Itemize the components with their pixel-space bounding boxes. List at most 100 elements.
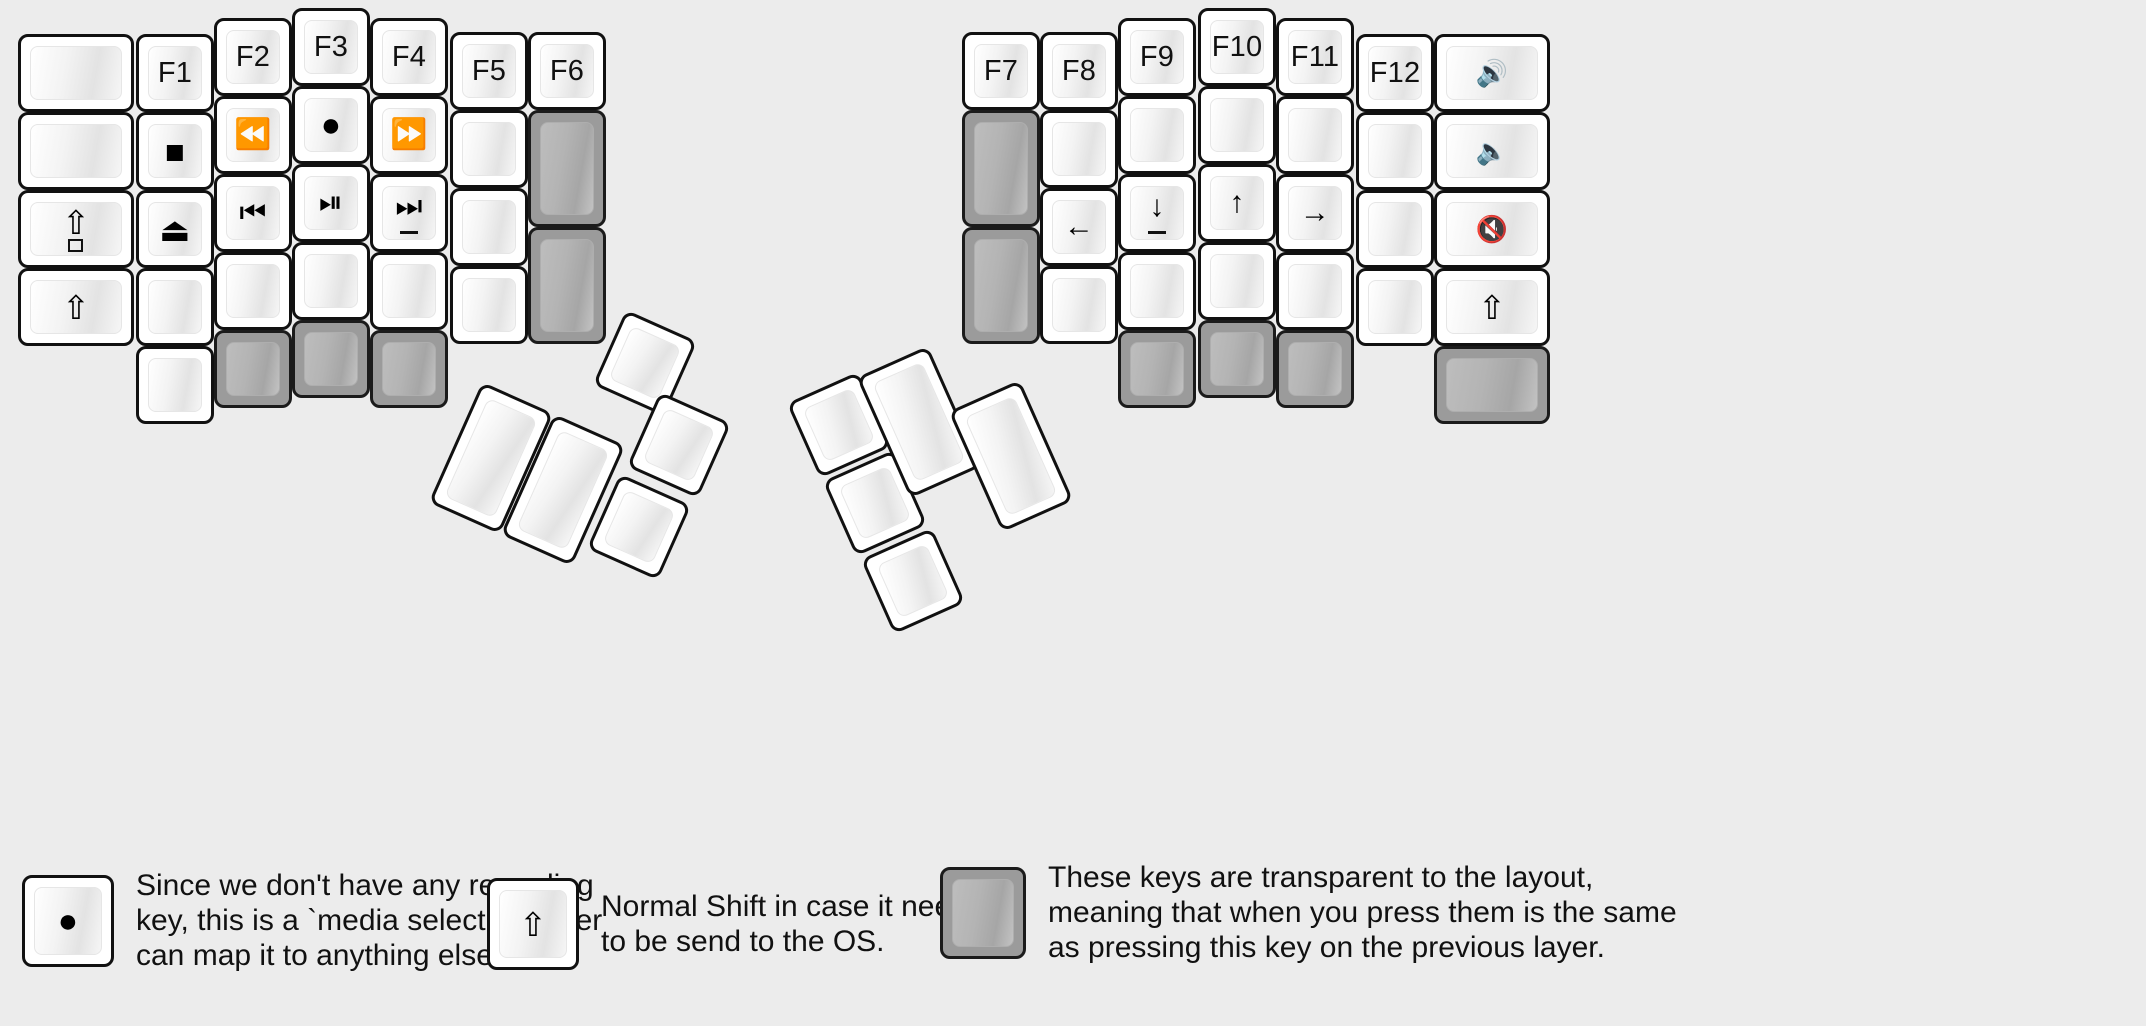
col-f9-row2[interactable] — [1118, 96, 1196, 174]
key-label: F1 — [157, 56, 193, 89]
col-f4-row5[interactable] — [370, 330, 448, 408]
keycap-face — [1052, 278, 1106, 332]
media-rewind-icon: ⏪ — [234, 118, 272, 151]
col-f1-row1[interactable]: F1 — [136, 34, 214, 112]
col-f5-row2[interactable] — [450, 110, 528, 188]
col-f4-row3[interactable]: ⏭ — [370, 174, 448, 252]
col-f12-row2[interactable] — [1356, 112, 1434, 190]
col-f4-row1[interactable]: F4 — [370, 18, 448, 96]
legend-text: Normal Shift in case it needs to be send… — [601, 889, 983, 958]
keycap-face — [226, 264, 280, 318]
col-f12-row1[interactable]: F12 — [1356, 34, 1434, 112]
col-f11-row5[interactable] — [1276, 330, 1354, 408]
col-f7-row2[interactable] — [962, 110, 1040, 227]
col-outer-right-row5[interactable] — [1434, 346, 1550, 424]
col-f1-row2[interactable]: ■ — [136, 112, 214, 190]
col-outer-right-row2[interactable]: 🔈 — [1434, 112, 1550, 190]
col-f3-row3[interactable]: ⏯ — [292, 164, 370, 242]
col-f2-row2[interactable]: ⏪ — [214, 96, 292, 174]
keycap-face: F12 — [1368, 46, 1422, 100]
keycap-face — [1368, 202, 1422, 256]
col-f11-row3[interactable]: → — [1276, 174, 1354, 252]
key-label: F12 — [1369, 56, 1421, 89]
col-f9-row5[interactable] — [1118, 330, 1196, 408]
keycap-face — [462, 200, 516, 254]
col-f10-row5[interactable] — [1198, 320, 1276, 398]
col-f9-row4[interactable] — [1118, 252, 1196, 330]
col-f9-row3[interactable]: ↓ — [1118, 174, 1196, 252]
keycap-face: ↑ — [1210, 176, 1264, 230]
col-f1-row4[interactable] — [136, 268, 214, 346]
keycap-face — [1288, 108, 1342, 162]
col-f10-row2[interactable] — [1198, 86, 1276, 164]
keycap-face: F6 — [540, 44, 594, 98]
col-f4-row4[interactable] — [370, 252, 448, 330]
col-f8-row4[interactable] — [1040, 266, 1118, 344]
left-thumb-thumb-small-2[interactable] — [626, 391, 732, 499]
keycap-face: F11 — [1288, 30, 1342, 84]
col-f11-row2[interactable] — [1276, 96, 1354, 174]
col-outer-right-row4[interactable]: ⇧ — [1434, 268, 1550, 346]
col-outer-left-row2[interactable] — [18, 112, 134, 190]
keycap-face: ⇧ — [30, 280, 122, 334]
keycap-face: F9 — [1130, 30, 1184, 84]
keycap-face: F2 — [226, 30, 280, 84]
col-outer-left-row3[interactable]: ⇧ — [18, 190, 134, 268]
col-f3-row4[interactable] — [292, 242, 370, 320]
key-label: F10 — [1211, 30, 1263, 63]
col-f11-row4[interactable] — [1276, 252, 1354, 330]
keycap-face: ⇧ — [499, 890, 567, 958]
keycap-face: ⏮ — [226, 186, 280, 240]
col-f6-row1[interactable]: F6 — [528, 32, 606, 110]
col-f8-row3[interactable]: ← — [1040, 188, 1118, 266]
col-f2-row4[interactable] — [214, 252, 292, 330]
keycap-face: ⏯ — [304, 176, 358, 230]
col-f6-row3[interactable] — [528, 227, 606, 344]
col-f7-row1[interactable]: F7 — [962, 32, 1040, 110]
col-f12-row3[interactable] — [1356, 190, 1434, 268]
col-f5-row3[interactable] — [450, 188, 528, 266]
col-outer-left-row1[interactable] — [18, 34, 134, 112]
col-f5-row1[interactable]: F5 — [450, 32, 528, 110]
col-f2-row1[interactable]: F2 — [214, 18, 292, 96]
keycap-face — [30, 46, 122, 100]
col-f6-row2[interactable] — [528, 110, 606, 227]
col-f3-row5[interactable] — [292, 320, 370, 398]
col-f1-row3[interactable]: ⏏ — [136, 190, 214, 268]
col-outer-right-row1[interactable]: 🔊 — [1434, 34, 1550, 112]
col-f3-row1[interactable]: F3 — [292, 8, 370, 86]
keycap-face: ⇧ — [1446, 280, 1538, 334]
col-f8-row1[interactable]: F8 — [1040, 32, 1118, 110]
col-f10-row4[interactable] — [1198, 242, 1276, 320]
keycap-face: F4 — [382, 30, 436, 84]
col-f11-row1[interactable]: F11 — [1276, 18, 1354, 96]
col-outer-left-row4[interactable]: ⇧ — [18, 268, 134, 346]
col-f10-row3[interactable]: ↑ — [1198, 164, 1276, 242]
keycap-face — [1368, 280, 1422, 334]
keycap-face — [876, 543, 950, 619]
legend-key-sample: ⇧ — [487, 878, 579, 970]
keycap-face: F7 — [974, 44, 1028, 98]
col-f7-row3[interactable] — [962, 227, 1040, 344]
keycap-face — [974, 239, 1028, 332]
col-f5-row4[interactable] — [450, 266, 528, 344]
keycap-face — [1368, 124, 1422, 178]
keycap-face: 🔊 — [1446, 46, 1538, 100]
col-f1-row5[interactable] — [136, 346, 214, 424]
col-f12-row4[interactable] — [1356, 268, 1434, 346]
key-label: F8 — [1061, 54, 1097, 87]
col-f4-row2[interactable]: ⏩ — [370, 96, 448, 174]
col-f10-row1[interactable]: F10 — [1198, 8, 1276, 86]
key-label: F6 — [549, 54, 585, 87]
arrow-left-icon: ← — [1063, 210, 1095, 243]
col-f2-row3[interactable]: ⏮ — [214, 174, 292, 252]
keycap-face: F8 — [1052, 44, 1106, 98]
keycap-face — [1130, 342, 1184, 396]
keycap-face: → — [1288, 186, 1342, 240]
col-outer-right-row3[interactable]: 🔇 — [1434, 190, 1550, 268]
volume-down-icon: 🔈 — [1475, 136, 1509, 166]
col-f8-row2[interactable] — [1040, 110, 1118, 188]
col-f3-row2[interactable]: ● — [292, 86, 370, 164]
col-f9-row1[interactable]: F9 — [1118, 18, 1196, 96]
col-f2-row5[interactable] — [214, 330, 292, 408]
